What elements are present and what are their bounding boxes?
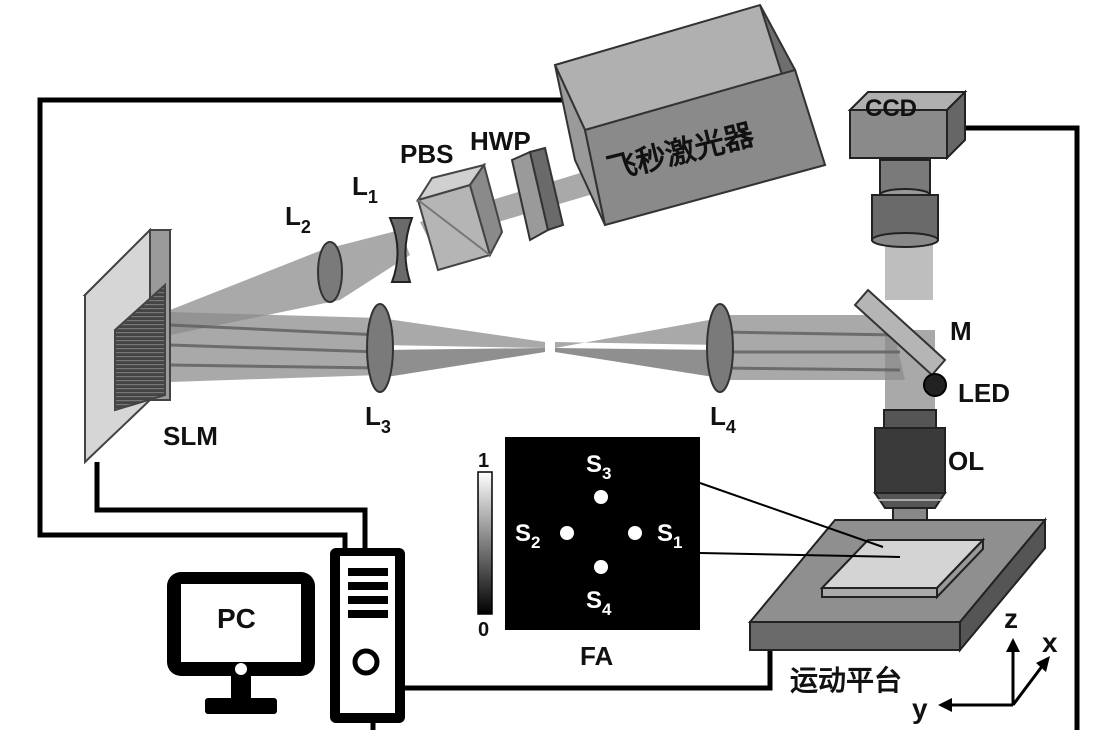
colorbar-min: 0 xyxy=(478,619,489,641)
s2-label: S xyxy=(515,520,531,547)
mirror-m xyxy=(853,288,947,377)
l3-sub: 3 xyxy=(381,417,391,437)
fa-label: FA xyxy=(580,641,613,671)
pc-tower xyxy=(330,548,405,723)
hwp-label: HWP xyxy=(470,126,531,156)
svg-text:S1: S1 xyxy=(657,520,682,552)
s1-label: S xyxy=(657,520,673,547)
lens-l3 xyxy=(366,303,394,393)
ccd-label: CCD xyxy=(865,95,917,122)
spot-s3 xyxy=(594,490,608,504)
s2-sub: 2 xyxy=(531,533,540,552)
wire-ccd-right xyxy=(960,125,1080,730)
wire-slm-pc xyxy=(94,462,368,550)
pc-monitor xyxy=(167,572,315,714)
l2-sub: 2 xyxy=(301,217,311,237)
beam-l1-l2 xyxy=(322,230,410,300)
motion-stage xyxy=(747,517,1048,653)
coordinate-axes xyxy=(938,638,1050,712)
focal-array-inset: S1 S2 S3 S4 xyxy=(505,437,901,630)
pbs-label: PBS xyxy=(400,139,453,169)
s4-label: S xyxy=(586,587,602,614)
beam-ccd-mirror xyxy=(885,240,933,300)
lens-l2 xyxy=(317,241,343,303)
s3-sub: 3 xyxy=(602,464,611,483)
hwp xyxy=(510,146,565,242)
spot-s4 xyxy=(594,560,608,574)
svg-text:L2: L2 xyxy=(285,201,311,237)
s1-sub: 1 xyxy=(673,533,682,552)
laser-main-face xyxy=(583,68,827,227)
objective-lens xyxy=(873,409,947,523)
beam-cross-l4-a xyxy=(555,318,720,348)
axis-x: x xyxy=(1042,627,1058,658)
beam-l4-mirror xyxy=(720,315,905,380)
wire-laser-pc xyxy=(37,97,570,550)
l4-sub: 4 xyxy=(726,417,736,437)
beam-cross-l4-b xyxy=(555,348,720,378)
s3-label: S xyxy=(586,451,602,478)
svg-text:L1: L1 xyxy=(352,171,378,207)
l3-label: L xyxy=(365,401,381,431)
slm xyxy=(82,227,173,465)
spot-s2 xyxy=(560,526,574,540)
objective-label: OL xyxy=(948,446,984,476)
wire-pc-stage xyxy=(400,650,773,691)
ccd-camera xyxy=(847,89,968,248)
spot-s1 xyxy=(628,526,642,540)
beam-l3-cross-b xyxy=(380,348,545,378)
led xyxy=(923,373,947,397)
axis-z: z xyxy=(1004,603,1018,634)
slm-active-area xyxy=(114,282,166,412)
stage-label: 运动平台 xyxy=(790,664,902,697)
mirror-label: M xyxy=(950,316,972,346)
l1-sub: 1 xyxy=(368,187,378,207)
beam-l3-cross-a xyxy=(380,318,545,348)
colorbar xyxy=(477,471,493,615)
l4-label: L xyxy=(710,401,726,431)
svg-text:L3: L3 xyxy=(365,401,391,437)
control-wires xyxy=(37,97,1080,730)
svg-text:S4: S4 xyxy=(586,587,612,619)
femtosecond-laser: 飞秒激光器 xyxy=(553,3,827,227)
axis-y: y xyxy=(912,693,928,724)
colorbar-max: 1 xyxy=(478,450,489,472)
lens-l4 xyxy=(706,303,734,393)
s4-sub: 4 xyxy=(602,600,612,619)
svg-text:S3: S3 xyxy=(586,451,611,483)
led-label: LED xyxy=(958,378,1010,408)
l2-label: L xyxy=(285,201,301,231)
pc-label: PC xyxy=(217,603,256,634)
pbs-cube xyxy=(415,162,504,272)
lens-l1 xyxy=(388,217,414,283)
l1-label: L xyxy=(352,171,368,201)
svg-text:L4: L4 xyxy=(710,401,736,437)
slm-label: SLM xyxy=(163,421,218,451)
svg-text:S2: S2 xyxy=(515,520,540,552)
beam-streaks xyxy=(169,323,901,372)
